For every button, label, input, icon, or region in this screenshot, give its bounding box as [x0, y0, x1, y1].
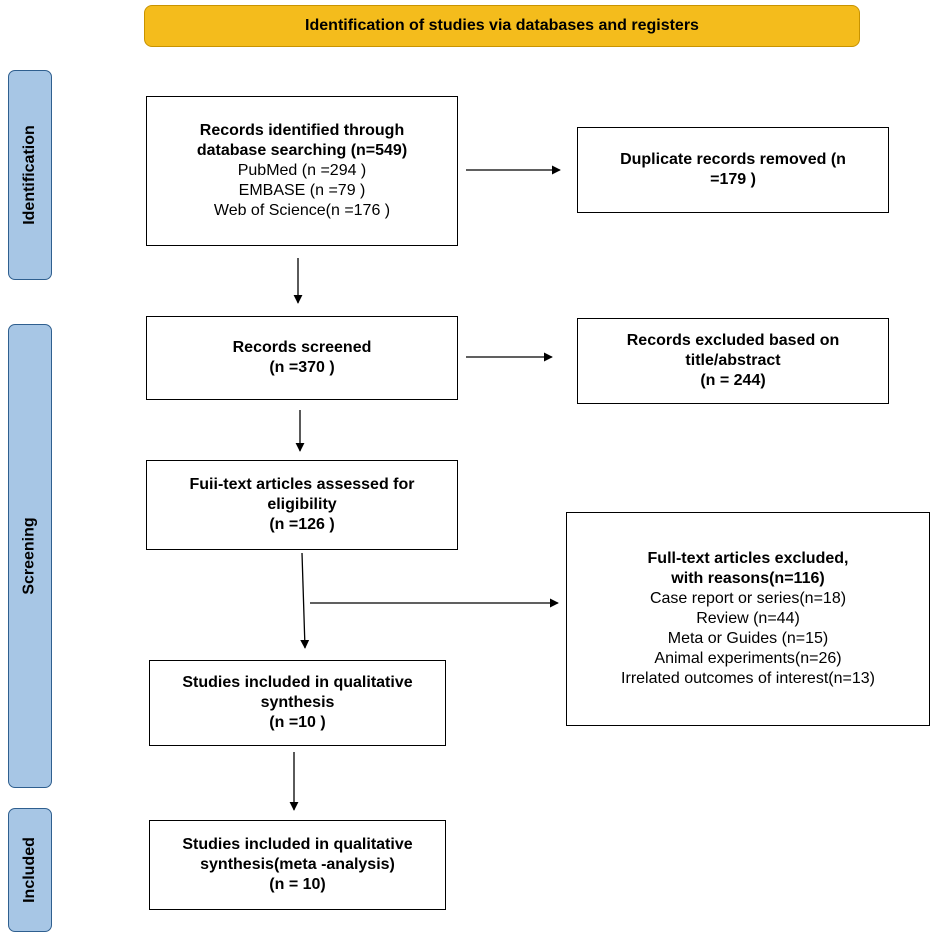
duplicates-line-1: Duplicate records removed (n	[620, 151, 846, 168]
phase-screening: Screening	[8, 324, 52, 788]
qualitative-synthesis-box: Studies included in qualitative synthesi…	[149, 660, 446, 746]
records-screened-line-1: Records screened	[232, 339, 372, 356]
source-web-of-science: Web of Science(n =176 )	[213, 202, 391, 219]
records-identified-title-2: database searching (n=549)	[196, 142, 408, 159]
reason-irrelated-outcomes: Irrelated outcomes of interest(n=13)	[621, 670, 875, 687]
fulltext-excluded-box: Full-text articles excluded, with reason…	[566, 512, 930, 726]
meta-line-1: Studies included in qualitative	[182, 836, 413, 853]
phase-identification: Identification	[8, 70, 52, 280]
reason-case-report: Case report or series(n=18)	[649, 590, 847, 607]
records-excluded-line-1: Records excluded based on	[626, 332, 840, 349]
records-identified-box: Records identified through database sear…	[146, 96, 458, 246]
meta-line-2: synthesis(meta -analysis)	[200, 856, 395, 873]
arrow-fulltext-to-qualitative	[300, 552, 310, 649]
records-excluded-line-3: (n = 244)	[700, 372, 766, 389]
qualitative-line-1: Studies included in qualitative	[182, 674, 413, 691]
fulltext-excluded-title-1: Full-text articles excluded,	[647, 550, 849, 567]
reason-meta-guides: Meta or Guides (n=15)	[667, 630, 829, 647]
source-embase: EMBASE (n =79 )	[238, 182, 366, 199]
records-identified-title-1: Records identified through	[199, 122, 405, 139]
meta-line-3: (n = 10)	[269, 876, 326, 893]
records-excluded-line-2: title/abstract	[685, 352, 781, 369]
fulltext-line-2: eligibility	[267, 496, 337, 513]
header-banner: Identification of studies via databases …	[144, 5, 860, 47]
records-screened-box: Records screened (n =370 )	[146, 316, 458, 400]
records-excluded-box: Records excluded based on title/abstract…	[577, 318, 889, 404]
fulltext-line-3: (n =126 )	[269, 516, 335, 533]
meta-analysis-box: Studies included in qualitative synthesi…	[149, 820, 446, 910]
source-pubmed: PubMed (n =294 )	[237, 162, 367, 179]
reason-animal-experiments: Animal experiments(n=26)	[654, 650, 842, 667]
records-screened-line-2: (n =370 )	[269, 359, 335, 376]
duplicates-line-2: =179 )	[710, 171, 756, 188]
qualitative-line-3: (n =10 )	[269, 714, 326, 731]
banner-title: Identification of studies via databases …	[305, 17, 699, 34]
fulltext-assessed-box: Fuii-text articles assessed for eligibil…	[146, 460, 458, 550]
reason-review: Review (n=44)	[696, 610, 800, 627]
fulltext-excluded-title-2: with reasons(n=116)	[671, 570, 825, 587]
fulltext-line-1: Fuii-text articles assessed for	[189, 476, 415, 493]
duplicates-removed-box: Duplicate records removed (n =179 )	[577, 127, 889, 213]
qualitative-line-2: synthesis	[260, 694, 335, 711]
phase-included: Included	[8, 808, 52, 932]
